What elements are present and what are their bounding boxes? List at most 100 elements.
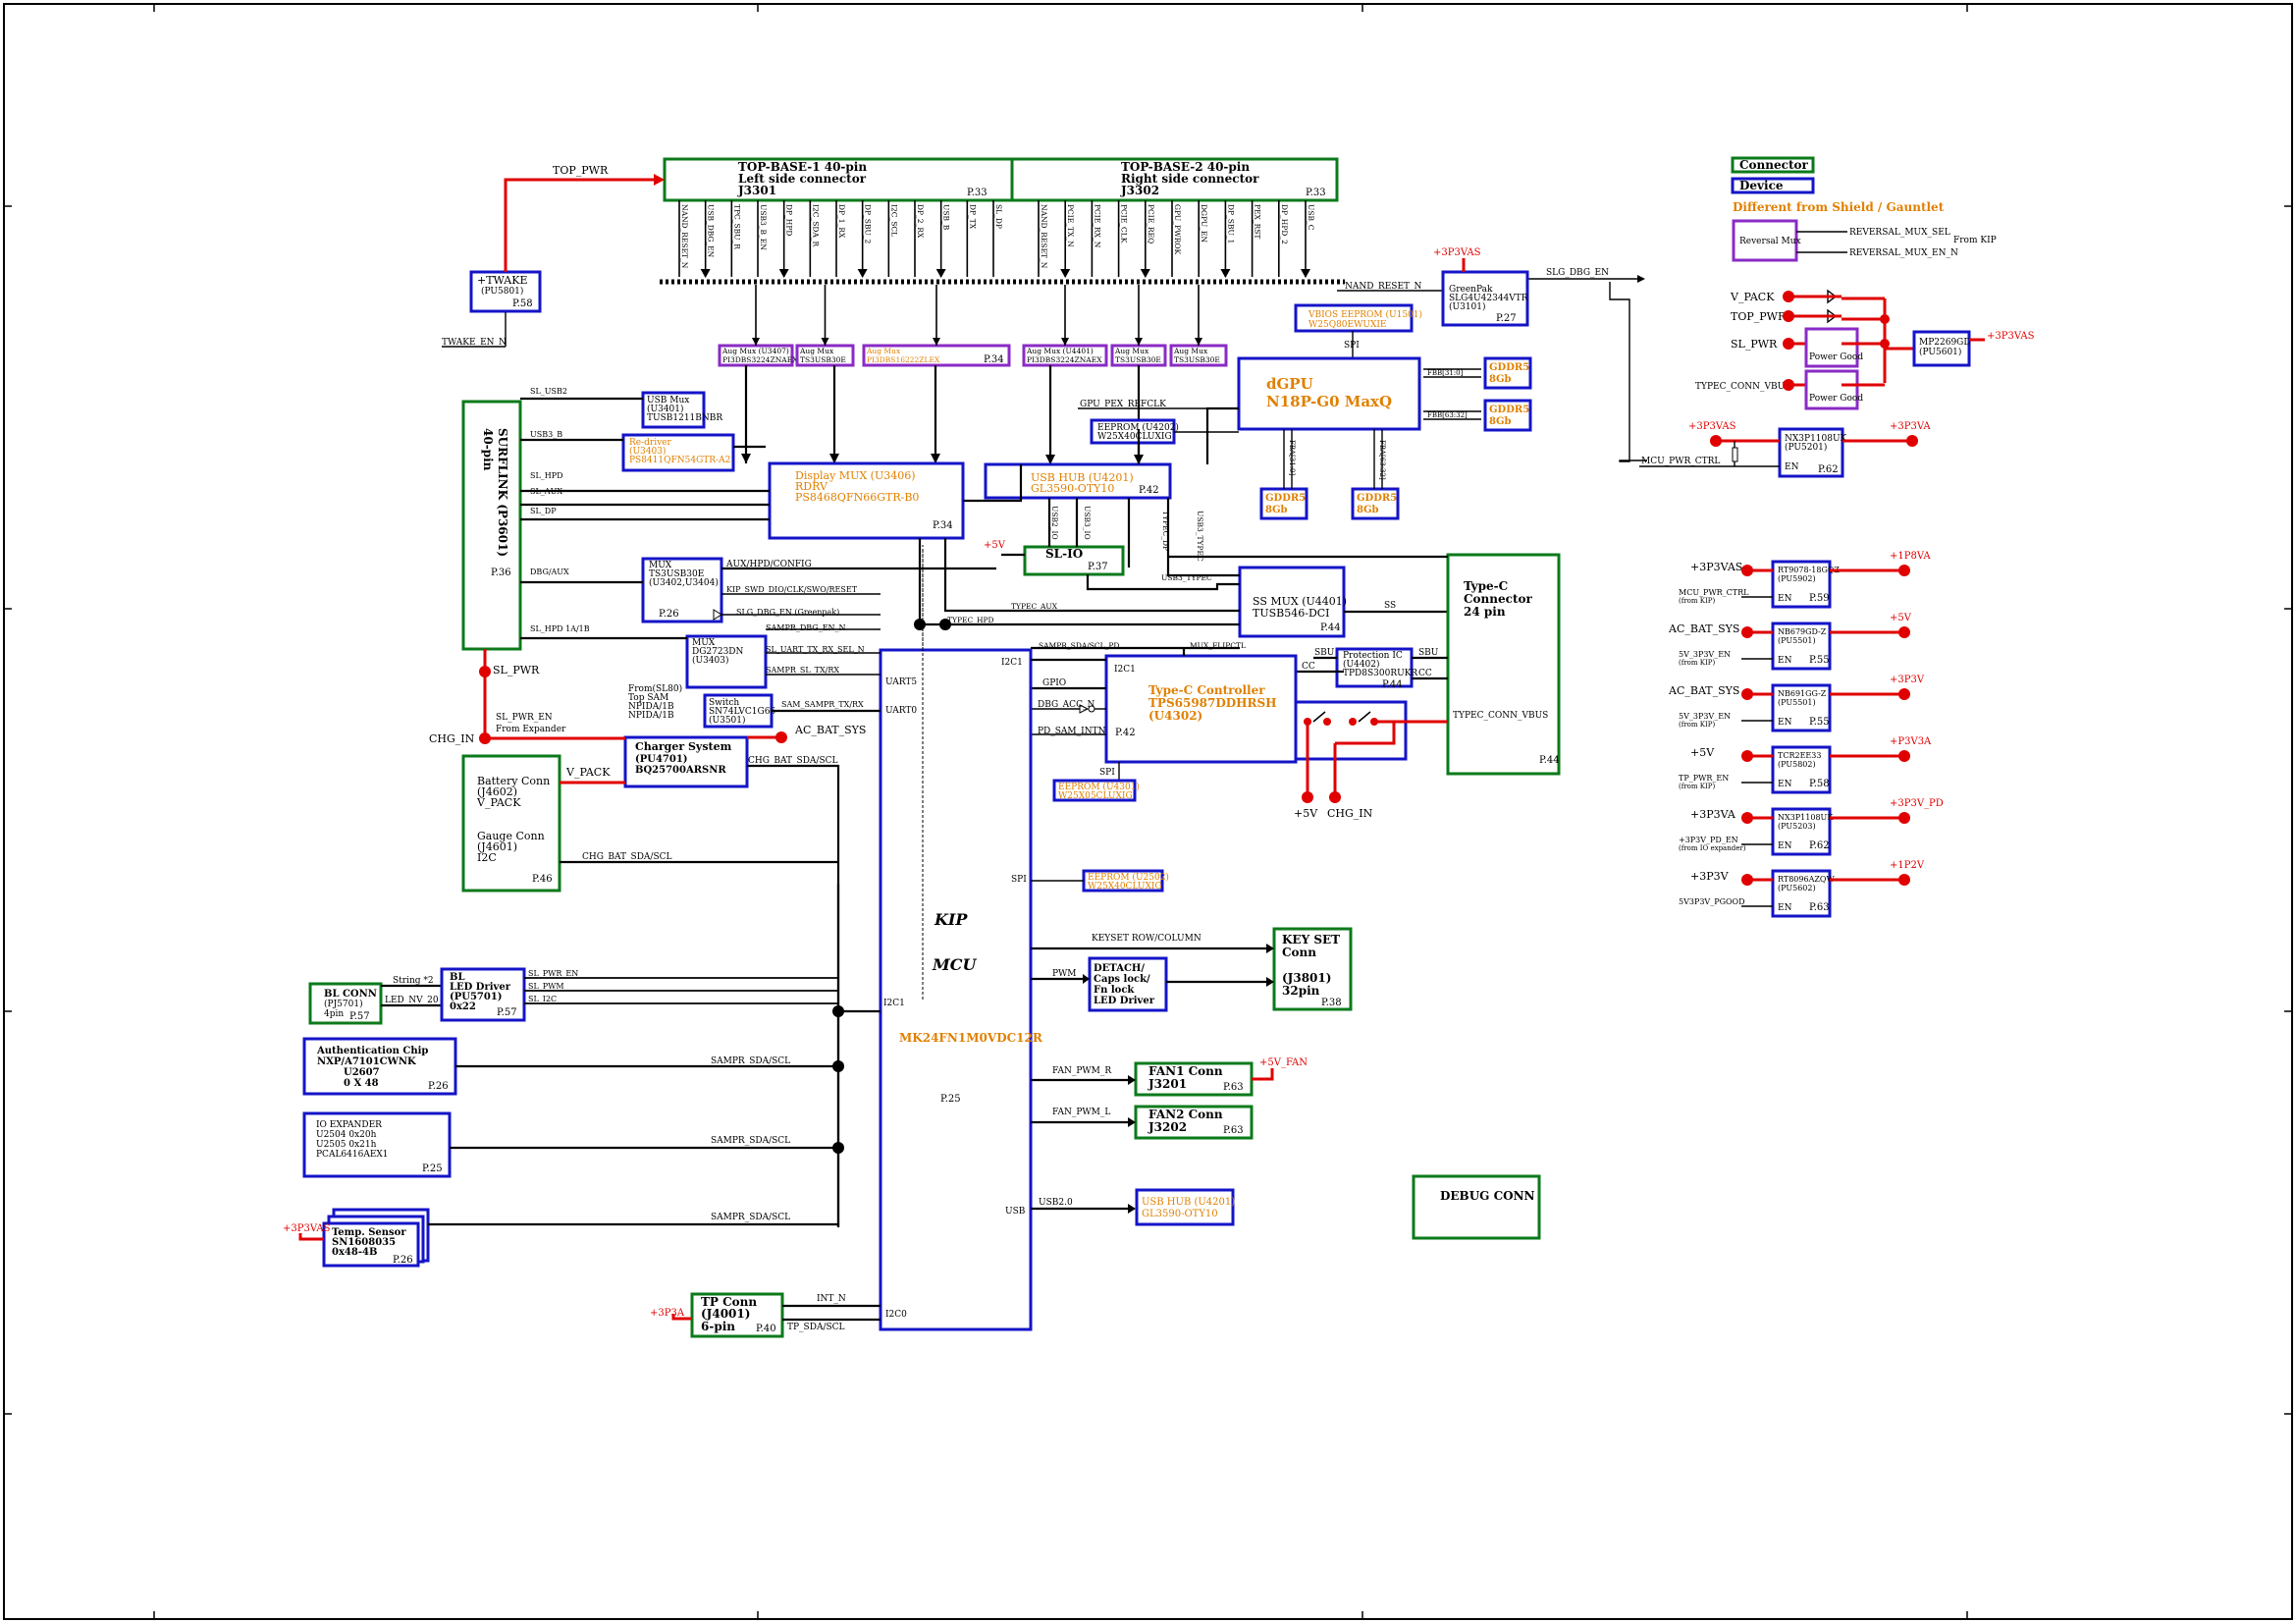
mcu-eeprom: EEPROM (U2502) W25X40CLUXIG bbox=[1031, 869, 1169, 893]
tb2-pin-3: PCIE_CLK bbox=[1120, 204, 1129, 243]
uart-mux-part: DG2723DN bbox=[692, 647, 744, 657]
fan1-page: P.63 bbox=[1223, 1082, 1244, 1093]
aug-mux-part-0: PI3DBS3224ZNAEX bbox=[722, 355, 798, 364]
bl-conn-name: BL CONN bbox=[324, 989, 377, 1000]
reg-ensig-5: 5V3P3V_PGOOD bbox=[1679, 897, 1745, 906]
sl-sig-0: SL_USB2 bbox=[530, 387, 567, 396]
reg-page-2: P.55 bbox=[1809, 717, 1830, 728]
aux-mux-name: MUX bbox=[649, 561, 672, 570]
battery-l1: Battery Conn bbox=[477, 775, 550, 787]
reg-ensig-2: 5V_3P3V_EN bbox=[1679, 712, 1731, 721]
tb1-pin-5: I2C_SDA_R bbox=[811, 204, 820, 247]
typec-ctrl-dbg: DBG_ACC_N bbox=[1038, 700, 1095, 710]
reg-vin-4: +3P3VA bbox=[1690, 808, 1736, 821]
tb1-pin-8: I2C_SCL bbox=[889, 204, 898, 237]
legend-reversal-en: REVERSAL_MUX_EN_N bbox=[1849, 248, 1958, 258]
mp-name: MP2269GD bbox=[1919, 338, 1971, 348]
sl-sig-6: SL_HPD 1A/1B bbox=[530, 624, 590, 633]
tb2-pin-4: PCIE_REQ bbox=[1147, 204, 1155, 243]
dgpu: dGPU N18P-G0 MaxQ GPU_PEX_REFCLK bbox=[1078, 356, 1421, 431]
greenpak-ref: (U3101) bbox=[1449, 301, 1486, 312]
reg-vin-3: +5V bbox=[1690, 746, 1715, 759]
led-driver-ref: (PU5701) bbox=[450, 992, 503, 1002]
usb-sig-5: TYPEC_AUX bbox=[1011, 602, 1058, 611]
fan2-name: FAN2 Conn bbox=[1148, 1108, 1223, 1121]
mp-ref: (PU5601) bbox=[1919, 347, 1961, 357]
reg-2 bbox=[1771, 683, 1832, 732]
nand-reset-label: NAND_RESET_N bbox=[1345, 282, 1422, 292]
usb-sig-6: TYPEC_HPD bbox=[947, 616, 994, 624]
ctrl-eeprom-name: EEPROM (U4301) bbox=[1058, 782, 1140, 792]
gddr-b-3: 8Gb bbox=[1357, 505, 1379, 515]
tb1-pin-6: DP_1_RX bbox=[837, 204, 846, 239]
tb1-pin-1: USB_DBG_EN bbox=[707, 204, 716, 258]
io-exp-l1: U2504 0x20h bbox=[316, 1130, 377, 1140]
io-expander: IO EXPANDER U2504 0x20h U2505 0x21h PCAL… bbox=[302, 1111, 838, 1178]
reg-name-3: TCR2EE33 bbox=[1778, 751, 1821, 760]
mcu-pwm: PWM bbox=[1052, 969, 1077, 979]
reg-vin-0: +3P3VAS bbox=[1690, 561, 1742, 573]
detach-l3: Fn lock bbox=[1094, 985, 1135, 996]
reg-5 bbox=[1771, 869, 1832, 918]
reg-ref-4: (PU5203) bbox=[1778, 822, 1816, 831]
mcu-i2c0: I2C0 bbox=[885, 1310, 907, 1320]
switch-ref: (U3501) bbox=[709, 715, 746, 726]
reg-ensig-3: TP_PWR_EN bbox=[1679, 774, 1729, 783]
tb2-pin-8: PEX_RST bbox=[1254, 204, 1262, 239]
fan2-ref: J3202 bbox=[1148, 1120, 1187, 1134]
led-driver-addr: 0x22 bbox=[450, 1001, 476, 1012]
usb-mux-ref: (U3401) bbox=[647, 404, 684, 414]
typec-ctrl-eeprom: EEPROM (U4301) W25X05CLUXIG bbox=[1052, 779, 1140, 802]
io-exp-l2: U2505 0x21h bbox=[316, 1140, 377, 1150]
reg-vout-3: +P3V3A bbox=[1890, 736, 1932, 747]
power-input-0: V_PACK bbox=[1730, 291, 1775, 303]
mcu-uart0: UART0 bbox=[885, 706, 917, 716]
top-pwr-wire bbox=[504, 178, 658, 272]
typec-ctrl-i2c: I2C1 bbox=[1114, 665, 1136, 675]
charger-name: Charger System bbox=[635, 740, 732, 753]
usb-hub-top-name: USB HUB (U4201) bbox=[1031, 471, 1134, 484]
typec-ctrl-spi: SPI bbox=[1099, 768, 1115, 778]
kip-sig-5: SAM_SAMPR_TX/RX bbox=[781, 700, 864, 709]
usb-hub-top-page: P.42 bbox=[1139, 485, 1159, 496]
usb20-label: USB2.0 bbox=[1039, 1198, 1073, 1208]
sl-io-name: SL-IO bbox=[1045, 547, 1083, 561]
kip-sig-0: KIP_SWD_DIO/CLK/SWO/RESET bbox=[726, 585, 858, 594]
fan2-page: P.63 bbox=[1223, 1125, 1244, 1136]
reg-page-3: P.58 bbox=[1809, 779, 1830, 789]
vbios-eeprom: VBIOS EEPROM (U1501) W25Q80EWUXIE SPI bbox=[1294, 303, 1422, 358]
gpu-eeprom-name: EEPROM (U4202) bbox=[1097, 422, 1179, 433]
vbios-part: W25Q80EWUXIE bbox=[1308, 320, 1386, 330]
tb1-pin-12: SL_DP bbox=[994, 204, 1003, 229]
reg-vin-1: AC_BAT_SYS bbox=[1668, 622, 1739, 635]
gpu-eeprom: EEPROM (U4202) W25X40CLUXIG bbox=[1090, 418, 1239, 445]
typec-conn-name: Type-C bbox=[1464, 579, 1508, 593]
usb-mux: USB Mux (U3401) TUSB1211BNBR bbox=[641, 391, 722, 429]
temp-sig: SAMPR_SDA/SCL bbox=[711, 1213, 790, 1222]
reg-vout-0: +1P8VA bbox=[1890, 551, 1931, 562]
usb-sig-8: MUX_FLIPCTL bbox=[1190, 641, 1246, 650]
aug-mux-name-5: Aug Mux bbox=[1173, 347, 1208, 355]
tp-conn-pins: 6-pin bbox=[701, 1320, 735, 1333]
aux-mux-sig: AUX/HPD/CONFIG bbox=[725, 560, 812, 569]
top-base-2-page: P.33 bbox=[1306, 188, 1326, 198]
temp-sensor: Temp. Sensor SN1608035 0x48-4B P.26 +3P3… bbox=[283, 1208, 838, 1268]
usb-hub-top-part: GL3590-OTY10 bbox=[1031, 482, 1114, 495]
reg-0 bbox=[1771, 560, 1832, 609]
keyset-page: P.38 bbox=[1321, 998, 1342, 1008]
redriver-part: PS8411QFN54GTR-A2 bbox=[629, 456, 730, 465]
reg-enfrom-2: (from KIP) bbox=[1679, 721, 1715, 729]
cc-r: CC bbox=[1418, 669, 1432, 678]
detach-l2: Caps lock/ bbox=[1094, 974, 1150, 985]
gddr-bus-0: FBB[31:0] bbox=[1427, 369, 1464, 377]
mcu-eeprom-name: EEPROM (U2502) bbox=[1088, 872, 1169, 883]
greenpak-name: GreenPak bbox=[1449, 285, 1493, 295]
usb-mux-part: TUSB1211BNBR bbox=[647, 413, 722, 423]
dgpu-name: dGPU bbox=[1266, 375, 1313, 393]
legend-connector: Connector bbox=[1739, 158, 1808, 172]
battery-l6: I2C bbox=[477, 851, 497, 864]
